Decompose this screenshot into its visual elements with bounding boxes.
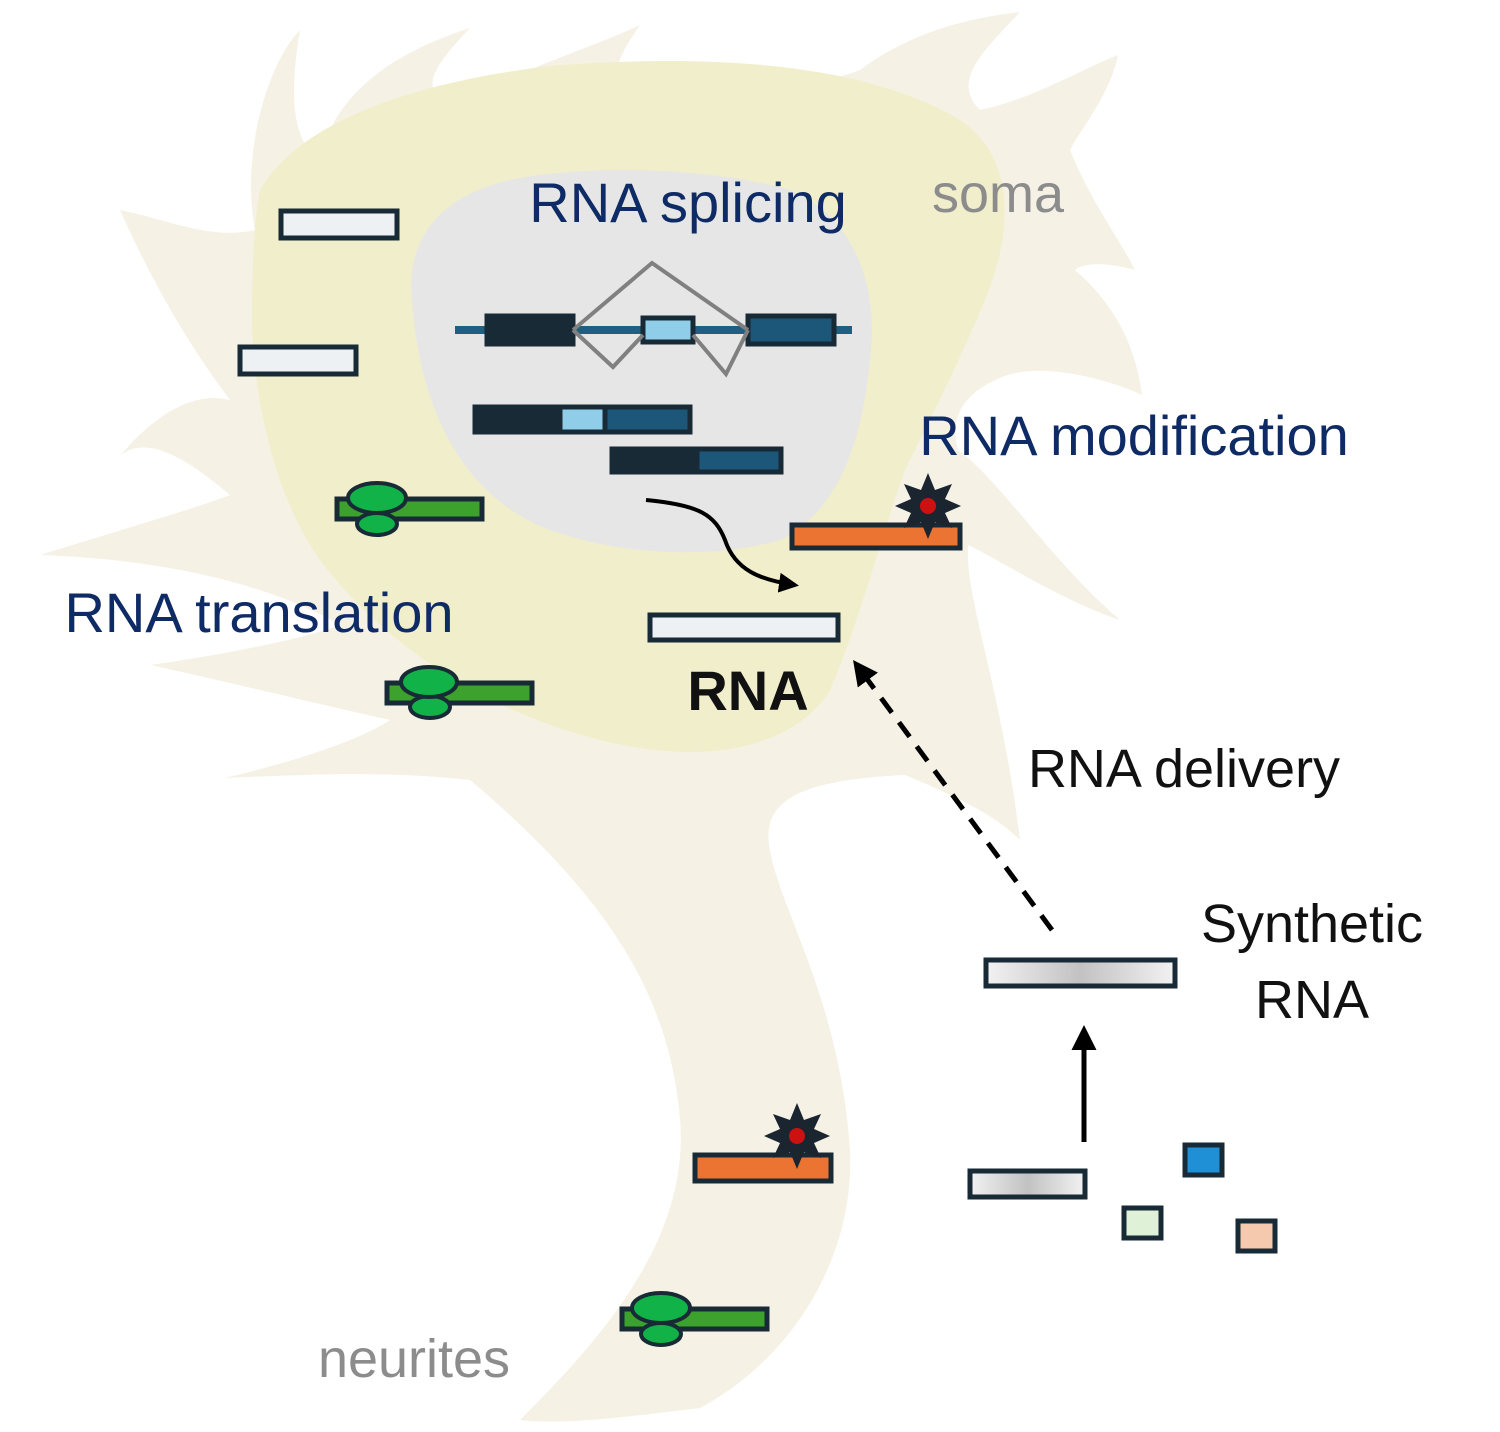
label-rna-modification: RNA modification — [919, 404, 1349, 467]
isoform-inclusion — [472, 404, 693, 435]
label-rna-translation: RNA translation — [64, 581, 453, 644]
rna-transcript — [278, 208, 400, 241]
modification-star-icon — [895, 473, 961, 539]
translating-rna — [619, 1291, 770, 1347]
translating-rna — [384, 665, 535, 720]
modified-rna — [789, 473, 963, 551]
isoform-skipping — [609, 446, 784, 475]
delivery-arrow — [853, 659, 1055, 932]
exon-1 — [484, 313, 576, 347]
label-synthetic: Synthetic — [1201, 894, 1423, 954]
splice-junction-skip — [571, 260, 750, 332]
rna-transcript — [237, 344, 359, 377]
label-neurites: neurites — [318, 1329, 510, 1389]
splice-junction-2 — [691, 329, 750, 378]
exon-3 — [745, 313, 837, 347]
label-rna: RNA — [687, 659, 808, 722]
export-arrow — [645, 498, 799, 593]
ribosome-icon — [630, 1291, 692, 1347]
template-rna — [967, 1168, 1088, 1200]
synthetic-rna — [983, 957, 1178, 989]
modified-rna — [692, 1103, 834, 1184]
nucleotide-block — [1121, 1205, 1164, 1241]
ribosome-icon — [346, 481, 408, 537]
label-soma: soma — [932, 164, 1065, 224]
translating-rna — [334, 481, 485, 537]
rna-central — [647, 612, 841, 643]
label-rna-delivery: RNA delivery — [1028, 739, 1340, 799]
label-rna-splicing: RNA splicing — [529, 171, 846, 234]
splice-junction-1 — [571, 328, 645, 370]
ribosome-icon — [399, 665, 459, 720]
nucleotide-block — [1235, 1218, 1278, 1254]
nucleotide-block — [1182, 1142, 1225, 1178]
modification-star-icon — [764, 1103, 830, 1169]
label-synthetic-rna: RNA — [1255, 970, 1369, 1030]
exon-2 — [640, 315, 696, 345]
